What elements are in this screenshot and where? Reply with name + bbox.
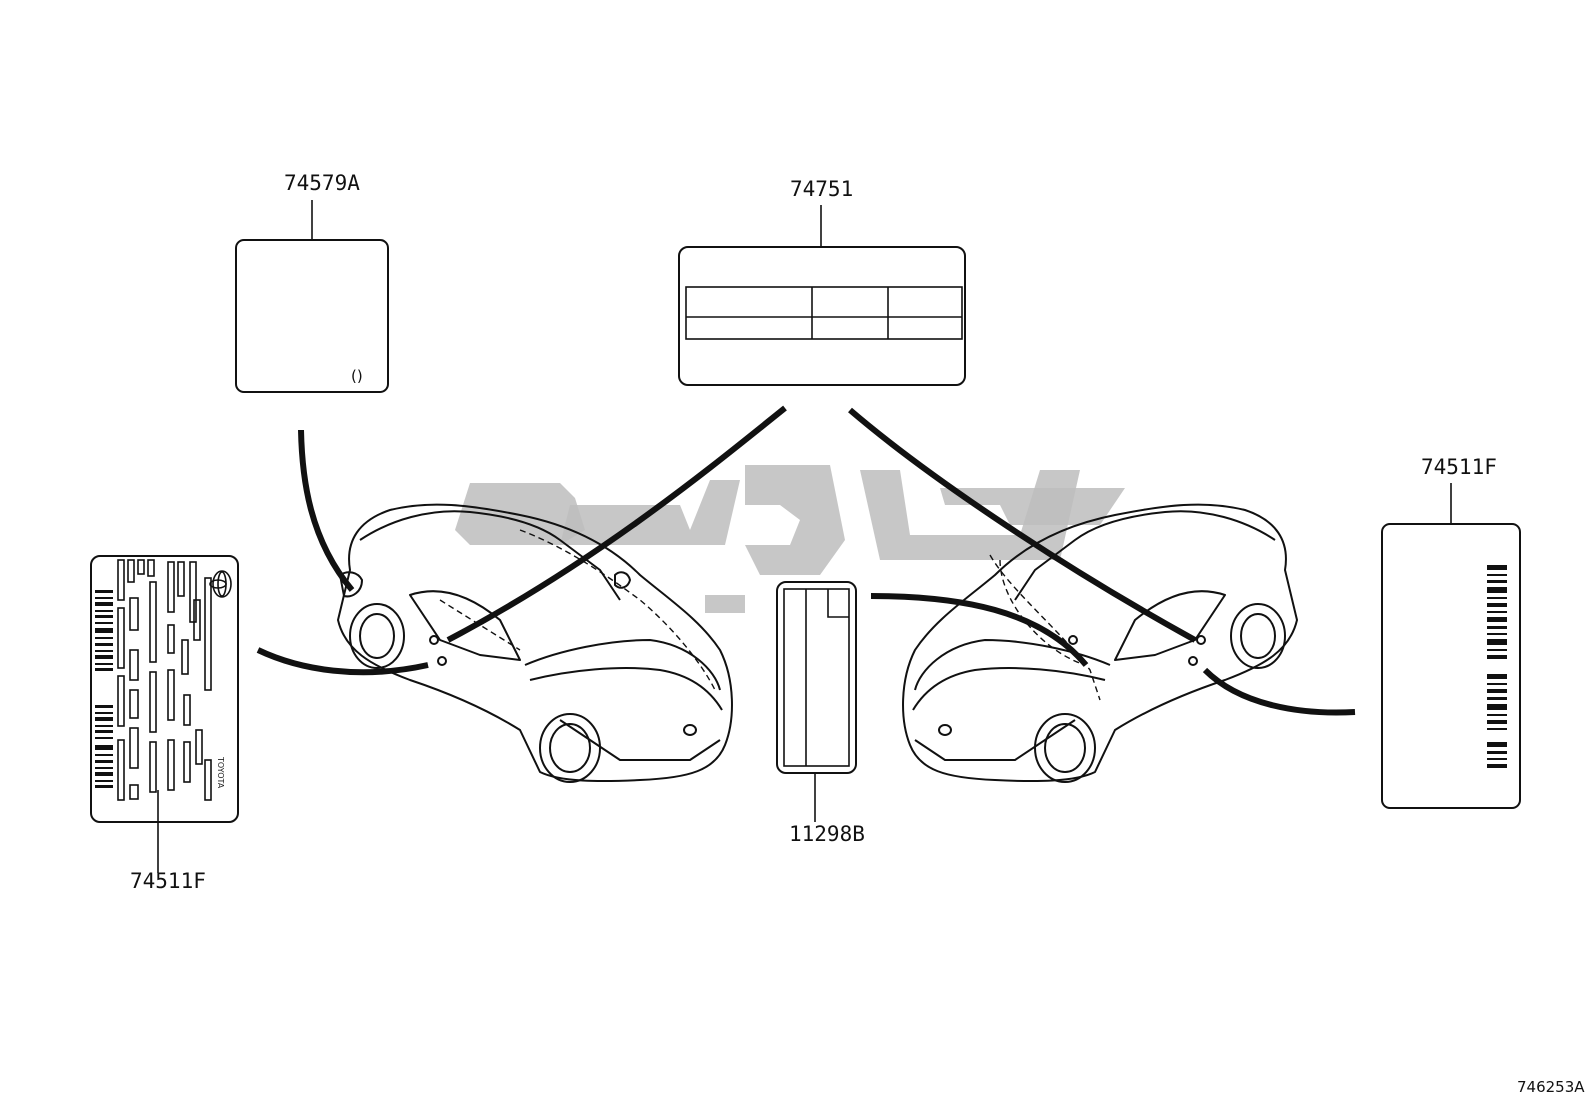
callout-11298B[interactable]: 11298B xyxy=(776,581,865,846)
barcode-vertical xyxy=(1487,565,1507,768)
location-leaders xyxy=(256,405,1356,716)
part-label-74579A-text: () xyxy=(351,367,363,385)
part-label-74751 xyxy=(678,246,966,386)
toyota-logo-icon xyxy=(209,570,232,598)
callout-label-11298B: 11298B xyxy=(789,822,865,846)
callout-label-74511F-right: 74511F xyxy=(1421,455,1497,479)
part-label-11298B xyxy=(776,581,857,774)
vin-plate-brand-text: TOYOTA xyxy=(216,756,225,789)
callout-label-74511F-left: 74511F xyxy=(130,869,206,893)
car-left-illustration xyxy=(337,503,733,783)
callout-74511F-right[interactable]: 74511F xyxy=(1381,455,1521,809)
vin-plate-text-blocks xyxy=(117,559,212,801)
callout-label-74751: 74751 xyxy=(790,177,853,201)
tire-pressure-table xyxy=(685,286,963,340)
part-label-74511F-vin-plate xyxy=(90,555,239,823)
part-label-74511F-right xyxy=(1381,523,1521,809)
part-label-74579A xyxy=(235,239,389,393)
vin-plate-barcode xyxy=(95,590,113,788)
figure-number: 746253A xyxy=(1517,1078,1585,1096)
callout-74579A[interactable]: 74579A () xyxy=(235,171,389,393)
callout-label-74579A: 74579A xyxy=(284,171,360,195)
callout-74511F-left[interactable]: TOYOTA 74511F xyxy=(90,555,239,893)
callout-74751[interactable]: 74751 xyxy=(678,177,966,386)
